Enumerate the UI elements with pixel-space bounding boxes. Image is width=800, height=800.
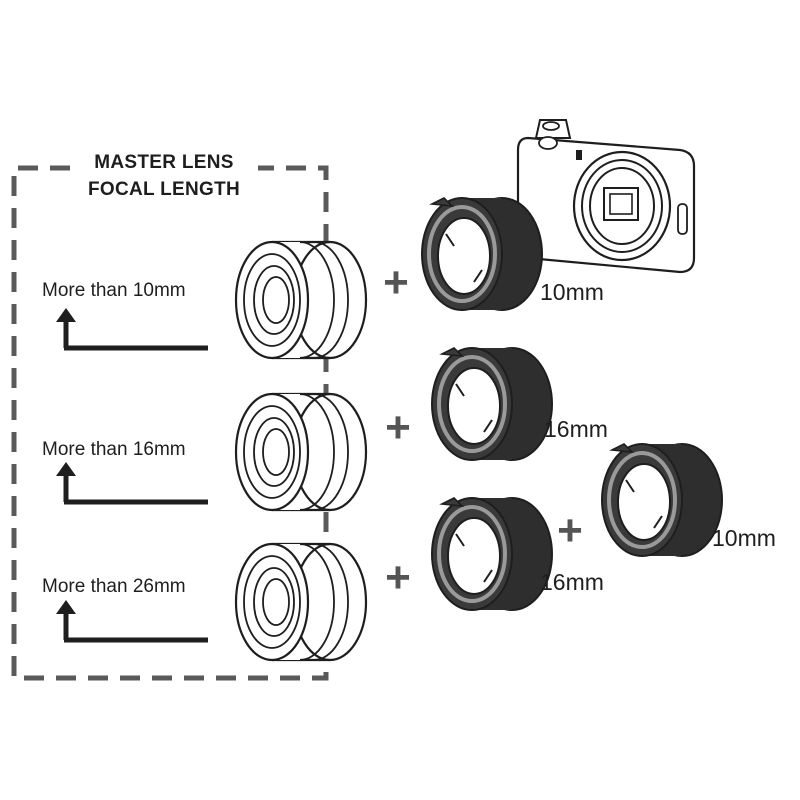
plus-sign: + (557, 506, 583, 555)
row-1-tube-1-size: 10mm (540, 279, 604, 305)
extension-tube-icon (430, 496, 554, 612)
title-line-2: FOCAL LENGTH (88, 179, 240, 200)
dashed-frame (11, 165, 329, 681)
extension-tube-icon (430, 346, 554, 462)
row-1: More than 10mm + 10mm (42, 196, 604, 360)
master-lens-icon (234, 392, 368, 512)
plus-sign: + (385, 553, 411, 602)
return-arrow-icon (56, 600, 208, 640)
camera-body-icon (516, 119, 696, 274)
master-lens-icon (234, 542, 368, 662)
plus-sign: + (383, 258, 409, 307)
row-2: More than 16mm + 16mm (42, 346, 608, 512)
return-arrow-icon (56, 308, 208, 348)
row-2-condition: More than 16mm (42, 439, 186, 460)
extension-tube-icon (600, 442, 724, 558)
plus-sign: + (385, 403, 411, 452)
extension-tube-icon (420, 196, 544, 312)
row-1-condition: More than 10mm (42, 280, 186, 301)
row-2-tube-1-size: 16mm (544, 416, 608, 442)
row-3-tube-2-size: 10mm (712, 525, 776, 551)
title-line-1: MASTER LENS (94, 152, 233, 173)
row-3-tube-1-size: 16mm (540, 569, 604, 595)
master-lens-icon (234, 240, 368, 360)
row-3-condition: More than 26mm (42, 576, 186, 597)
row-3: More than 26mm + 16mm + 10mm (42, 442, 776, 662)
return-arrow-icon (56, 462, 208, 502)
